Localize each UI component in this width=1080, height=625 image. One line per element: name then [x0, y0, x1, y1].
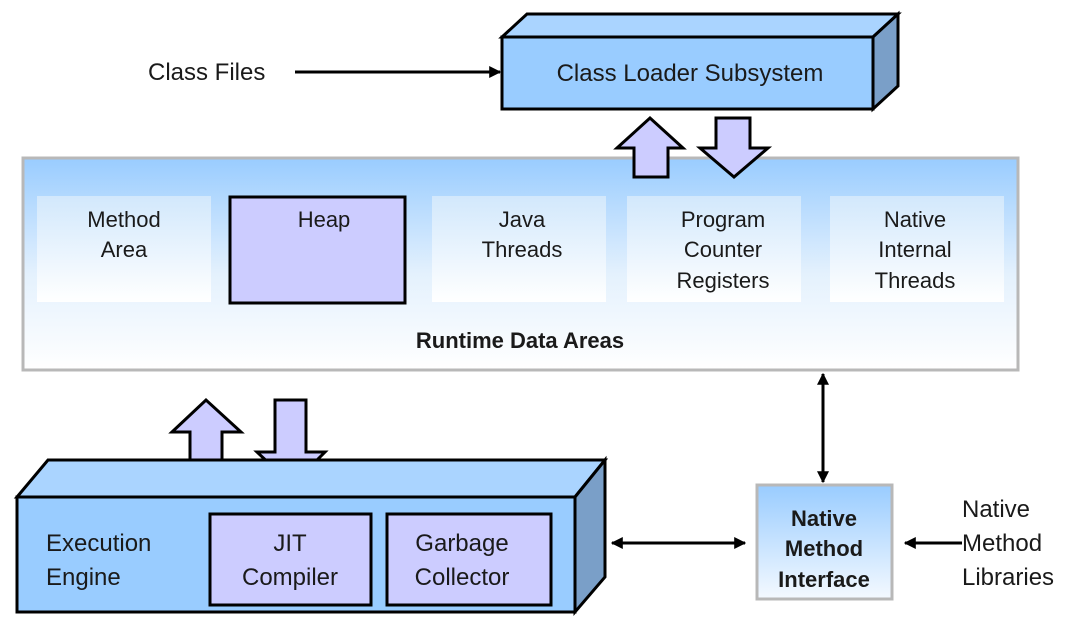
- nmi-line-1: Native: [791, 506, 857, 531]
- garbage-collector[interactable]: Garbage Collector: [385, 512, 553, 607]
- jit-compiler[interactable]: JIT Compiler: [208, 512, 373, 607]
- class-loader-label: Class Loader Subsystem: [557, 60, 824, 87]
- java-threads-box: [432, 196, 606, 302]
- class-loader-front-face: [500, 35, 875, 111]
- jit-compiler-box: [208, 512, 373, 607]
- down-block-arrow-icon: [695, 116, 773, 179]
- method-area-line-2: Area: [101, 237, 148, 262]
- area-method-area[interactable]: Method Area: [37, 196, 211, 302]
- native-method-libraries: Native Method Libraries: [962, 496, 1054, 591]
- native-internal-threads-line-1: Native: [884, 207, 946, 232]
- pc-registers-line-2: Counter: [684, 237, 762, 262]
- heap-label: Heap: [298, 207, 351, 232]
- up-block-arrow-icon: [613, 115, 687, 179]
- area-pc-registers[interactable]: Program Counter Registers: [627, 196, 801, 302]
- pc-registers-line-3: Registers: [677, 268, 770, 293]
- method-area-box: [37, 196, 211, 302]
- native-method-interface-box: [755, 483, 894, 601]
- pc-registers-line-1: Program: [681, 207, 765, 232]
- class-files-input: Class Files: [148, 59, 502, 86]
- runtime-data-areas-label: Runtime Data Areas: [416, 328, 624, 353]
- class-files-label: Class Files: [148, 59, 265, 86]
- java-threads-line-2: Threads: [482, 237, 563, 262]
- garbage-collector-box: [385, 512, 553, 607]
- nml-line-1: Native: [962, 496, 1030, 523]
- area-java-threads[interactable]: Java Threads: [432, 196, 606, 302]
- method-area-line-1: Method: [87, 207, 160, 232]
- execution-engine-top-face: [13, 458, 609, 499]
- native-internal-threads-box: [830, 196, 1004, 302]
- native-internal-threads-line-3: Threads: [875, 268, 956, 293]
- execution-engine[interactable]: Execution Engine JIT Compiler Garbage Co…: [13, 455, 609, 617]
- jit-compiler-line-1: JIT: [273, 530, 307, 557]
- native-internal-threads-line-2: Internal: [878, 237, 951, 262]
- nmi-line-3: Interface: [778, 567, 870, 592]
- garbage-collector-line-1: Garbage: [415, 530, 508, 557]
- nml-line-3: Libraries: [962, 564, 1054, 591]
- class-loader-top-face: [498, 12, 902, 39]
- java-threads-line-1: Java: [499, 207, 546, 232]
- nmi-line-2: Method: [785, 536, 863, 561]
- garbage-collector-line-2: Collector: [415, 564, 510, 591]
- execution-engine-line-2: Engine: [46, 564, 121, 591]
- heap-box: [228, 195, 407, 305]
- jit-compiler-line-2: Compiler: [242, 564, 338, 591]
- area-heap[interactable]: Heap: [228, 195, 407, 305]
- area-native-internal-threads[interactable]: Native Internal Threads: [830, 196, 1004, 302]
- native-method-interface[interactable]: Native Method Interface: [755, 483, 894, 601]
- class-loader-subsystem[interactable]: Class Loader Subsystem: [498, 10, 902, 113]
- execution-engine-line-1: Execution: [46, 530, 151, 557]
- runtime-data-areas[interactable]: Method Area Heap Java Threads Program Co…: [21, 156, 1020, 372]
- pc-registers-box: [627, 196, 801, 302]
- nml-line-2: Method: [962, 530, 1042, 557]
